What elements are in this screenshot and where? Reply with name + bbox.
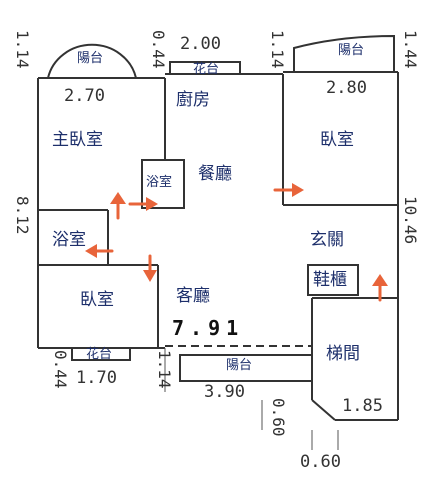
stairwell-label: 梯間: [326, 344, 360, 364]
shoe-cabinet-label: 鞋櫃: [313, 270, 347, 290]
arrow-up-bath: [110, 192, 126, 220]
dim-right-height: 10.46: [401, 196, 420, 245]
planter-top-box: [169, 61, 241, 75]
balcony-top-right-label: 陽台: [338, 43, 365, 58]
arrow-right-bath: [128, 197, 158, 211]
bedroom-right-label: 臥室: [320, 130, 354, 150]
bathroom-left-label: 浴室: [52, 230, 86, 250]
dim-bottom-left-1: 0.44: [51, 350, 70, 389]
dining-label: 餐廳: [198, 164, 232, 184]
dim-stair-width: 1.85: [342, 396, 383, 416]
planter-bottom-label: 花台: [86, 347, 113, 362]
living-label: 客廳: [176, 286, 210, 306]
balcony-bottom-box: [179, 354, 313, 382]
arrow-down-living: [143, 254, 157, 282]
dim-right-bedroom-width: 2.80: [326, 78, 367, 98]
arrow-left-bath: [85, 244, 114, 258]
balcony-top-right: [293, 34, 395, 72]
balcony-top-left-label: 陽台: [77, 51, 104, 66]
dim-top-mid-1: 0.44: [149, 30, 168, 69]
balcony-bottom-label: 陽台: [226, 358, 253, 373]
bathroom-small-label: 浴室: [146, 175, 173, 190]
dim-top-mid-2: 2.00: [180, 34, 221, 54]
dim-bottom-balcony: 3.90: [204, 382, 245, 402]
arrow-up-entrance: [372, 274, 388, 302]
balcony-arc-top-left: [47, 43, 137, 79]
kitchen-label: 廚房: [176, 90, 210, 110]
small-bath-box: [141, 159, 185, 209]
dim-master-width: 2.70: [64, 86, 105, 106]
dim-bottom-small: 0.60: [269, 398, 288, 437]
dim-left-height: 8.12: [13, 196, 32, 235]
dim-top-left-side: 1.14: [13, 30, 32, 69]
bedroom-left-label: 臥室: [80, 290, 114, 310]
dim-bottom-mid: 1.14: [155, 350, 174, 389]
wall-stair-diag: [311, 399, 336, 421]
dim-bottom-width: 7.91: [172, 316, 245, 340]
dim-top-mid-3: 1.14: [268, 30, 287, 69]
entrance-label: 玄關: [310, 230, 344, 250]
shoe-cabinet-box: [307, 264, 359, 296]
planter-bottom-box: [71, 347, 131, 361]
dim-bottom-bottom: 0.60: [300, 452, 341, 472]
master-bedroom-label: 主臥室: [52, 130, 103, 150]
dim-top-right-side: 1.44: [401, 30, 420, 69]
planter-top-label: 花台: [193, 62, 220, 77]
arrow-right-dining: [273, 183, 304, 197]
dim-bottom-left-2: 1.70: [76, 368, 117, 388]
